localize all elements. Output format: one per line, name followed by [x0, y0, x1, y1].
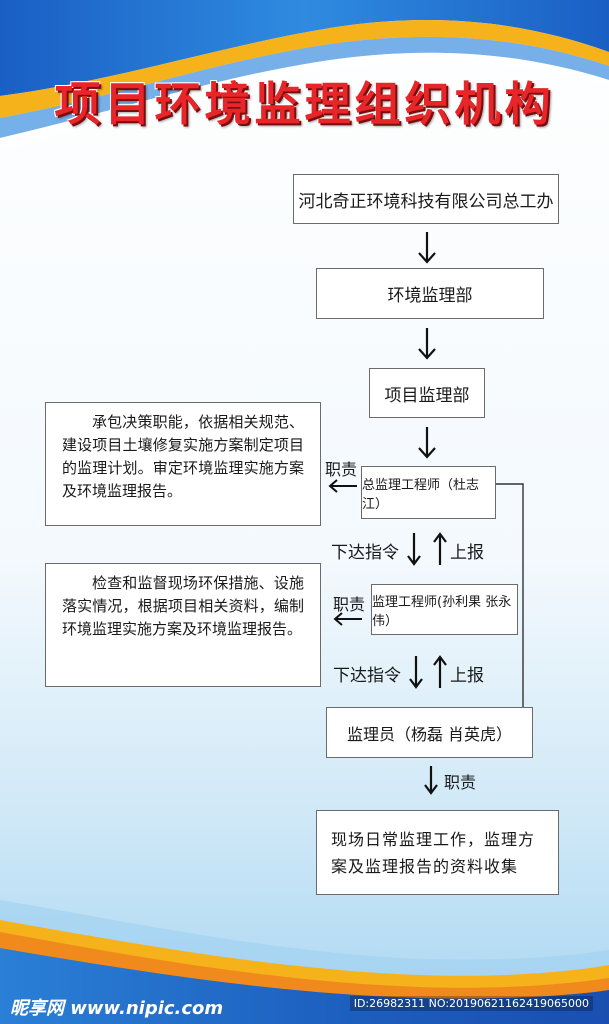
- footer-image-id: ID:26982311 NO:20190621162419065000: [349, 996, 593, 1011]
- issue-order-label-2: 下达指令: [333, 666, 401, 686]
- engineer-duty-description: 检查和监督现场环保措施、设施落实情况，根据项目相关资料，编制环境监理实施方案及环…: [45, 563, 321, 687]
- report-up-label-2: 上报: [450, 666, 484, 686]
- report-up-label-1: 上报: [450, 543, 484, 563]
- node-daily-work: 现场日常监理工作，监理方案及监理报告的资料收集: [316, 810, 559, 895]
- duty-label-supervisor: 职责: [444, 773, 477, 792]
- arrow-down-icon: [409, 656, 423, 689]
- arrow-up-icon: [433, 532, 447, 565]
- node-engineer: 监理工程师(孙利果 张永伟）: [371, 584, 518, 635]
- arrow-left-icon: [333, 612, 362, 626]
- arrow-left-icon: [328, 479, 357, 493]
- node-project-dept: 项目监理部: [369, 368, 485, 418]
- node-dept: 环境监理部: [316, 268, 544, 319]
- node-chief-engineer: 总监理工程师（杜志江）: [361, 466, 496, 519]
- arrow-up-icon: [433, 655, 447, 688]
- arrow-down-icon: [418, 232, 436, 264]
- arrow-down-icon: [407, 533, 421, 566]
- footer-logo: 昵享网 www.nipic.com: [10, 998, 224, 1019]
- node-company: 河北奇正环境科技有限公司总工办: [293, 174, 559, 224]
- chief-duty-description: 承包决策职能，依据相关规范、建设项目土壤修复实施方案制定项目的监理计划。审定环境…: [45, 402, 321, 526]
- arrow-down-icon: [418, 427, 436, 459]
- duty-label-chief: 职责: [325, 460, 358, 479]
- issue-order-label-1: 下达指令: [331, 543, 399, 563]
- arrow-down-icon: [418, 328, 436, 360]
- duty-label-engineer: 职责: [333, 595, 366, 614]
- daily-work-text: 现场日常监理工作，监理方案及监理报告的资料收集: [331, 829, 536, 876]
- page-title: 项目环境监理组织机构: [54, 77, 555, 131]
- arrow-down-icon: [424, 766, 438, 795]
- node-supervisor: 监理员（杨磊 肖英虎）: [326, 707, 533, 758]
